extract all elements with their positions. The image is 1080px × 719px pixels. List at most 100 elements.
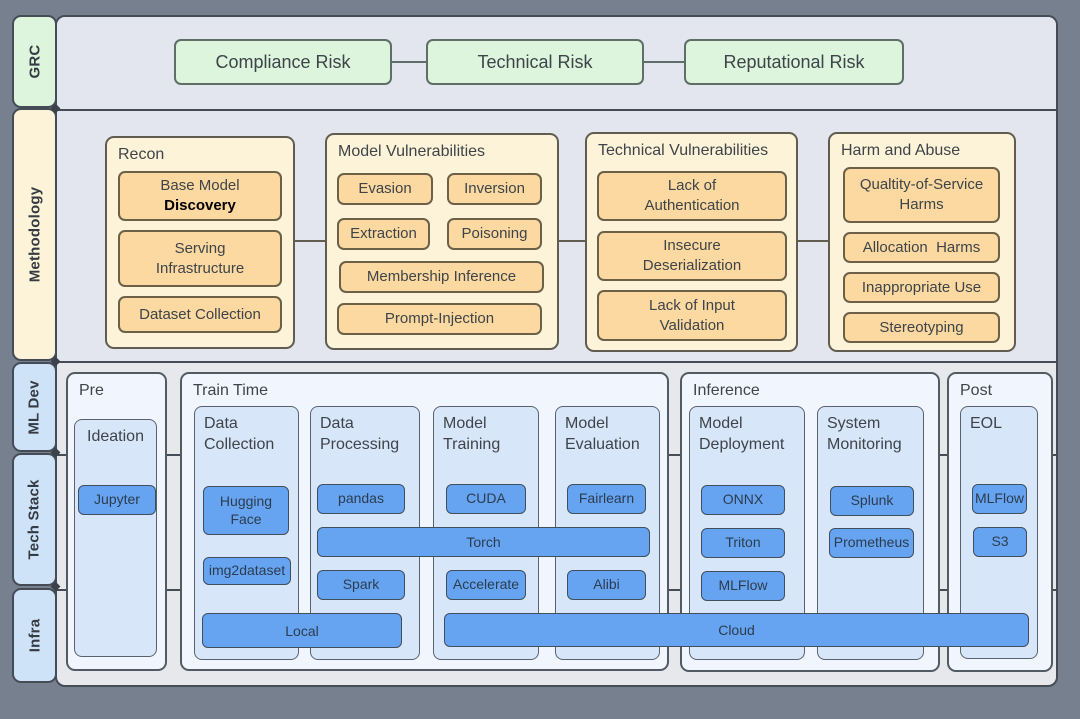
chip-lack-of-input-validation: Lack of Input Validation — [597, 290, 787, 341]
chip-inversion: Inversion — [447, 173, 542, 205]
chip-poisoning: Poisoning — [447, 218, 542, 250]
chip-label: Fairlearn — [578, 490, 635, 507]
chip-evasion: Evasion — [337, 173, 433, 205]
risk-box-reputational: Reputational Risk — [684, 39, 904, 85]
chip-accelerate: Accelerate — [446, 570, 526, 600]
group-title: Model Vulnerabilities — [338, 143, 486, 160]
chip-label: Spark — [342, 576, 380, 593]
group-title: Train Time — [193, 382, 268, 399]
group-title: Recon — [118, 146, 165, 163]
chip-line1: Base Model — [160, 177, 240, 195]
column-title: System Monitoring — [827, 415, 902, 453]
chip-label: Triton — [725, 534, 761, 551]
chip-line2: Discovery — [164, 197, 236, 214]
chip-pandas: pandas — [317, 484, 405, 514]
column-title: Model Deployment — [699, 415, 785, 453]
chip-label: Qualtity-of-Service Harms — [859, 176, 988, 213]
chip-alibi: Alibi — [567, 570, 646, 600]
chip-triton: Triton — [701, 528, 785, 558]
column-title: Model Training — [443, 415, 501, 453]
chip-jupyter: Jupyter — [78, 485, 156, 515]
chip-prometheus: Prometheus — [829, 528, 914, 558]
chip-label: Extraction — [350, 225, 417, 243]
chip-onnx: ONNX — [701, 485, 785, 515]
connector — [798, 240, 828, 242]
chip-dataset-collection: Dataset Collection — [118, 296, 282, 333]
chip-label: Inversion — [464, 180, 525, 198]
risk-label: Technical Risk — [477, 51, 593, 72]
chip-label: Inappropriate Use — [861, 278, 982, 296]
chip-label: ONNX — [722, 491, 764, 508]
sidebar-tab-label: Infra — [25, 618, 43, 653]
sidebar-tab-infra: Infra — [12, 588, 57, 683]
chip-label: Alibi — [593, 576, 620, 593]
risk-label: Reputational Risk — [723, 51, 865, 72]
chip-label: Splunk — [850, 492, 894, 509]
chip-splunk: Splunk — [830, 486, 914, 516]
risk-box-compliance: Compliance Risk — [174, 39, 392, 85]
risk-box-technical: Technical Risk — [426, 39, 644, 85]
connector — [644, 61, 684, 63]
bar-torch: Torch — [317, 527, 650, 557]
diagram-panel: Compliance Risk Technical Risk Reputatio… — [55, 15, 1058, 687]
chip-label: pandas — [338, 490, 384, 507]
group-title: Post — [960, 382, 993, 399]
chip-quality-of-service-harms: Qualtity-of-Service Harms — [843, 167, 1000, 223]
chip-insecure-deserialization: Insecure Deserialization — [597, 231, 787, 281]
bar-label: Torch — [466, 534, 501, 550]
chip-membership-inference: Membership Inference — [339, 261, 544, 293]
chip-inappropriate-use: Inappropriate Use — [843, 272, 1000, 303]
sidebar-tab-label: Tech Stack — [26, 479, 43, 560]
group-title: Harm and Abuse — [841, 142, 961, 159]
chip-serving-infrastructure: Serving Infrastructure — [118, 230, 282, 287]
bar-local: Local — [202, 613, 402, 648]
chip-label: Serving Infrastructure — [155, 239, 245, 277]
chip-prompt-injection: Prompt-Injection — [337, 303, 542, 335]
chip-label: Stereotyping — [879, 318, 964, 336]
chip-extraction: Extraction — [337, 218, 430, 250]
chip-label: Prometheus — [833, 534, 910, 551]
column-title: EOL — [970, 415, 1003, 432]
chip-s3: S3 — [973, 527, 1027, 557]
chip-mlflow-deployment: MLFlow — [701, 571, 785, 601]
chip-label: Prompt-Injection — [384, 310, 495, 328]
chip-label: Accelerate — [452, 576, 520, 593]
chip-label: Insecure Deserialization — [642, 237, 742, 274]
chip-label: MLFlow — [718, 577, 768, 594]
chip-spark: Spark — [317, 570, 405, 600]
connector — [392, 61, 426, 63]
sidebar-tab-tech-stack: Tech Stack — [12, 453, 57, 586]
sidebar-tab-grc: GRC — [12, 15, 57, 108]
column-ideation: Ideation — [74, 419, 157, 657]
risk-label: Compliance Risk — [215, 51, 351, 72]
sidebar-tab-label: ML Dev — [26, 379, 43, 435]
column-title: Ideation — [87, 428, 144, 445]
chip-label: img2dataset — [208, 562, 286, 579]
connector — [295, 240, 325, 242]
sidebar-tab-label: Methodology — [26, 186, 43, 283]
chip-mlflow-eol: MLFlow — [972, 484, 1027, 514]
chip-label: Evasion — [358, 180, 412, 198]
bar-label: Cloud — [718, 622, 755, 638]
column-title: Model Evaluation — [565, 415, 640, 453]
chip-allocation-harms: Allocation Harms — [843, 232, 1000, 263]
column-title: Data Collection — [204, 415, 275, 453]
chip-stereotyping: Stereotyping — [843, 312, 1000, 343]
group-title: Technical Vulnerabilities — [598, 142, 769, 159]
chip-lack-of-authentication: Lack of Authentication — [597, 171, 787, 221]
chip-label: CUDA — [466, 490, 506, 507]
sidebar-tab-label: GRC — [26, 44, 43, 79]
chip-label: Poisoning — [461, 225, 528, 243]
chip-base-model-discovery: Base Model Discovery — [118, 171, 282, 221]
chip-label: Lack of Authentication — [644, 177, 740, 214]
group-title: Inference — [693, 382, 760, 399]
chip-label: Dataset Collection — [139, 305, 261, 323]
chip-fairlearn: Fairlearn — [567, 484, 646, 514]
chip-img2dataset: img2dataset — [203, 557, 291, 585]
chip-label: Allocation Harms — [862, 238, 981, 256]
chip-label: Jupyter — [94, 491, 140, 508]
sidebar-tab-methodology: Methodology — [12, 108, 57, 361]
chip-cuda: CUDA — [446, 484, 526, 514]
chip-hugging-face: Hugging Face — [203, 486, 289, 535]
group-title: Pre — [79, 382, 104, 399]
